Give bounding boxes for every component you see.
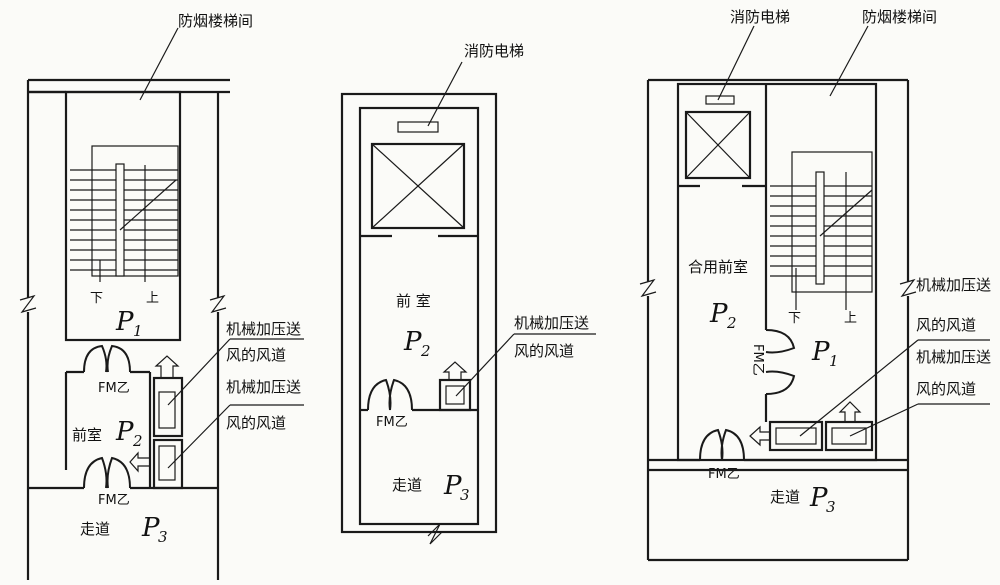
left-door-bottom-label: FM乙 bbox=[98, 493, 130, 508]
left-door-top bbox=[66, 344, 150, 374]
left-p2-sub: 2 bbox=[132, 432, 143, 450]
left-p1-sub: 1 bbox=[133, 322, 143, 340]
right-stair-label: 防烟楼梯间 bbox=[862, 8, 937, 26]
left-door-bottom bbox=[28, 456, 218, 490]
right-shared-anteroom-label: 合用前室 bbox=[688, 258, 748, 276]
middle-p2-sub: 2 bbox=[420, 342, 431, 360]
right-corridor-label: 走道 bbox=[770, 488, 800, 506]
middle-door bbox=[360, 378, 478, 412]
middle-corridor-label: 走道 bbox=[392, 476, 422, 494]
left-anteroom-label: 前室 bbox=[72, 426, 102, 444]
left-p3-sub: 3 bbox=[158, 528, 168, 546]
middle-plan: 消防电梯 前 室 P 2 机械加压送 风的风道 FM乙 走道 P 3 bbox=[340, 42, 596, 545]
right-p2: P bbox=[709, 299, 728, 329]
right-duct-top-line2: 风的风道 bbox=[916, 316, 976, 334]
right-duct-top-line1: 机械加压送 bbox=[916, 276, 991, 294]
middle-elevator-label: 消防电梯 bbox=[464, 42, 524, 60]
left-duct-top-line1: 机械加压送 bbox=[226, 320, 301, 338]
middle-p2: P bbox=[403, 327, 422, 357]
right-p2-sub: 2 bbox=[726, 314, 737, 332]
middle-p3: P bbox=[443, 471, 462, 501]
right-door-vertical-label: FM乙 bbox=[750, 344, 765, 376]
middle-p3-sub: 3 bbox=[460, 486, 470, 504]
left-stair-label: 防烟楼梯间 bbox=[178, 12, 253, 30]
right-door-bottom bbox=[648, 428, 908, 462]
right-down-label: 下 bbox=[788, 311, 801, 326]
right-up-label: 上 bbox=[844, 311, 857, 326]
right-duct-bot-line1: 机械加压送 bbox=[916, 348, 991, 366]
middle-duct-line1: 机械加压送 bbox=[514, 314, 589, 332]
left-duct-bot-line2: 风的风道 bbox=[226, 414, 286, 432]
left-plan: 防烟楼梯间 下 上 P 1 FM乙 机械加压送 风的风道 机械加压送 风的风道 … bbox=[19, 12, 304, 580]
middle-anteroom-label: 前 室 bbox=[396, 292, 431, 310]
left-p3: P bbox=[141, 513, 160, 543]
left-up-label: 上 bbox=[146, 291, 159, 306]
left-down-label: 下 bbox=[90, 291, 103, 306]
right-p3-sub: 3 bbox=[826, 498, 836, 516]
left-door-top-label: FM乙 bbox=[98, 381, 130, 396]
left-p2: P bbox=[115, 417, 134, 447]
right-p1-sub: 1 bbox=[829, 352, 839, 370]
right-door-vertical bbox=[765, 329, 796, 395]
left-corridor-label: 走道 bbox=[80, 520, 110, 538]
right-elevator-label: 消防电梯 bbox=[730, 8, 790, 26]
middle-duct-line2: 风的风道 bbox=[514, 342, 574, 360]
right-duct-bot-line2: 风的风道 bbox=[916, 380, 976, 398]
middle-door-label: FM乙 bbox=[376, 415, 408, 430]
left-p1: P bbox=[115, 307, 134, 337]
right-p3: P bbox=[809, 483, 828, 513]
left-duct-top-line2: 风的风道 bbox=[226, 346, 286, 364]
right-plan: 消防电梯 防烟楼梯间 合用前室 P 2 下 上 P 1 FM乙 机械加压送 风的… bbox=[639, 8, 991, 562]
right-p1: P bbox=[811, 337, 830, 367]
left-duct-bot-line1: 机械加压送 bbox=[226, 378, 301, 396]
